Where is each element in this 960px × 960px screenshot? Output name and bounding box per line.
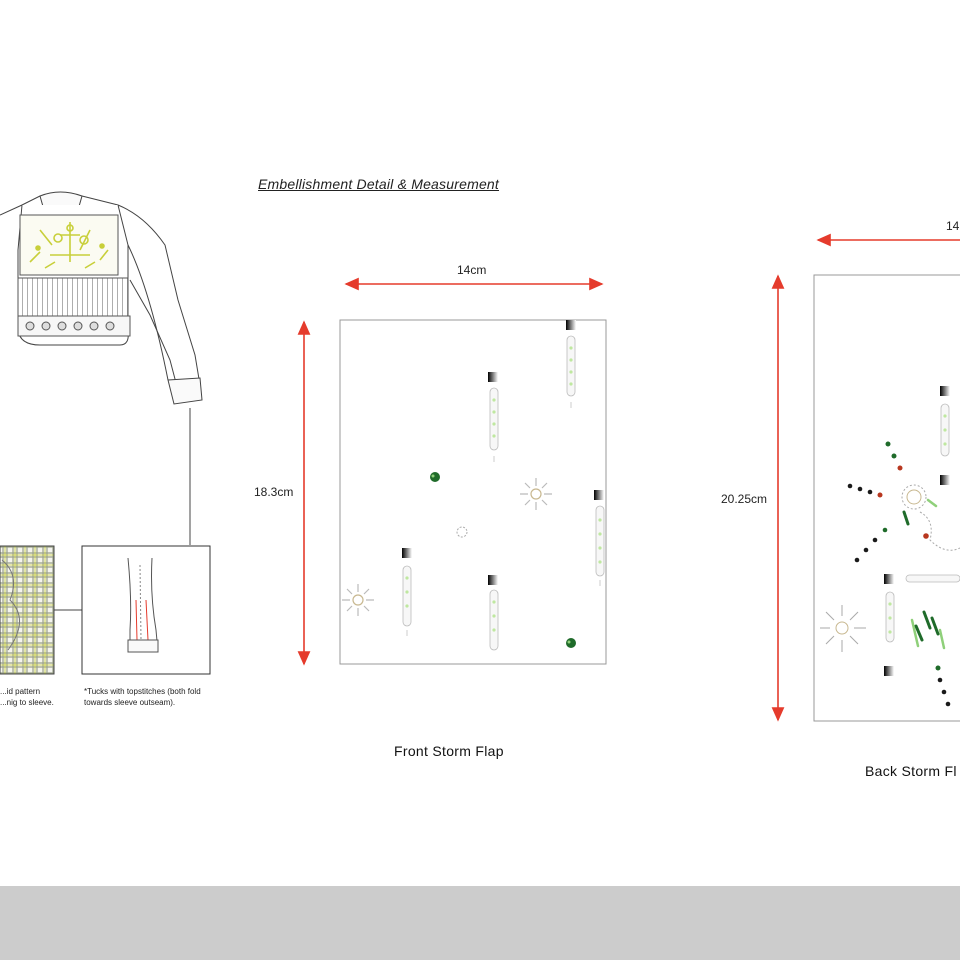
plaid-note-line: ...nig to sleeve. xyxy=(0,698,54,707)
footer-band xyxy=(0,886,960,960)
beaded-spray xyxy=(847,441,951,707)
tucks-note: *Tucks with topstitches (both fold towar… xyxy=(84,686,201,708)
section-title: Embellishment Detail & Measurement xyxy=(258,176,500,192)
tucks-note-line: *Tucks with topstitches (both fold xyxy=(84,687,201,696)
front-height-label: 18.3cm xyxy=(254,485,294,499)
embroidery-motif xyxy=(29,222,109,269)
plaid-note: ...id pattern ...nig to sleeve. xyxy=(0,686,54,708)
plaid-note-line: ...id pattern xyxy=(0,687,41,696)
back-storm-flap xyxy=(813,274,960,722)
back-width-label: 14 xyxy=(946,219,960,233)
back-height-label: 20.25cm xyxy=(721,492,768,506)
plaid-detail-box xyxy=(0,545,55,675)
front-width-label: 14cm xyxy=(457,263,487,277)
sleeve-detail-box xyxy=(81,545,211,675)
back-flap-caption: Back Storm Fl xyxy=(865,763,957,779)
jacket-sketch xyxy=(0,191,203,405)
front-storm-flap xyxy=(339,319,607,665)
tucks-note-line: towards sleeve outseam). xyxy=(84,698,176,707)
front-flap-caption: Front Storm Flap xyxy=(394,743,504,759)
waistband-buttons xyxy=(25,321,115,331)
